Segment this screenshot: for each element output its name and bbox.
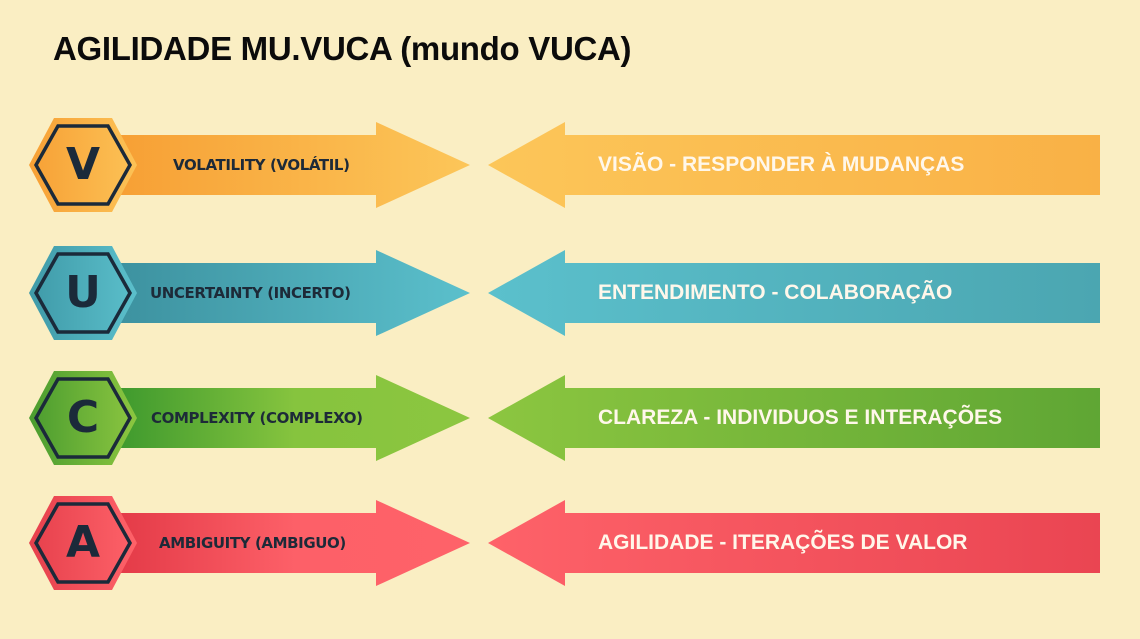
hexagon-outer — [29, 118, 137, 212]
complexity-label: COMPLEXITY (COMPLEXO) — [151, 409, 363, 427]
arrows-graphic — [29, 371, 1100, 465]
vuca-row-volatility: V VOLATILITY (VOLÁTIL) VISÃO - RESPONDER… — [0, 115, 1140, 215]
arrow-right-ambiguity — [120, 500, 470, 586]
hexagon-inner-border — [33, 377, 133, 459]
arrow-right-complexity — [120, 375, 470, 461]
arrow-left-entendimento — [488, 250, 1100, 336]
vuca-row-uncertainty: U UNCERTAINTY (INCERTO) ENTENDIMENTO - C… — [0, 243, 1140, 343]
arrow-left-visao — [488, 122, 1100, 208]
arrows-graphic — [29, 496, 1100, 590]
hexagon-inner-border — [33, 124, 133, 206]
agilidade-label: AGILIDADE - ITERAÇÕES DE VALOR — [598, 531, 968, 554]
hexagon-outer — [29, 371, 137, 465]
hexagon-letter-c-icon: C — [66, 392, 100, 443]
arrows-graphic — [29, 118, 1100, 212]
entendimento-label: ENTENDIMENTO - COLABORAÇÃO — [598, 281, 953, 304]
volatility-label: VOLATILITY (VOLÁTIL) — [173, 156, 350, 174]
hexagon-outer — [29, 496, 137, 590]
hexagon-outer — [29, 246, 137, 340]
arrow-left-clareza — [488, 375, 1100, 461]
vuca-row-complexity: C COMPLEXITY (COMPLEXO) CLAREZA - INDIVI… — [0, 368, 1140, 468]
arrow-right-uncertainty — [120, 250, 470, 336]
hexagon-letter-u-icon: U — [65, 267, 101, 318]
arrow-left-agilidade — [488, 500, 1100, 586]
arrow-right-volatility — [120, 122, 470, 208]
uncertainty-label: UNCERTAINTY (INCERTO) — [150, 284, 351, 302]
hexagon-inner-border — [33, 502, 133, 584]
hexagon-inner-border — [33, 252, 133, 334]
page-title: AGILIDADE MU.VUCA (mundo VUCA) — [53, 30, 632, 67]
ambiguity-label: AMBIGUITY (AMBIGUO) — [159, 534, 346, 552]
visao-label: VISÃO - RESPONDER À MUDANÇAS — [598, 153, 965, 176]
clareza-label: CLAREZA - INDIVIDUOS E INTERAÇÕES — [598, 406, 1003, 429]
hexagon-letter-a-icon: A — [65, 517, 101, 568]
arrows-graphic — [29, 246, 1100, 340]
hexagon-letter-v-icon: V — [65, 139, 101, 190]
vuca-row-ambiguity: A AMBIGUITY (AMBIGUO) AGILIDADE - ITERAÇ… — [0, 493, 1140, 593]
